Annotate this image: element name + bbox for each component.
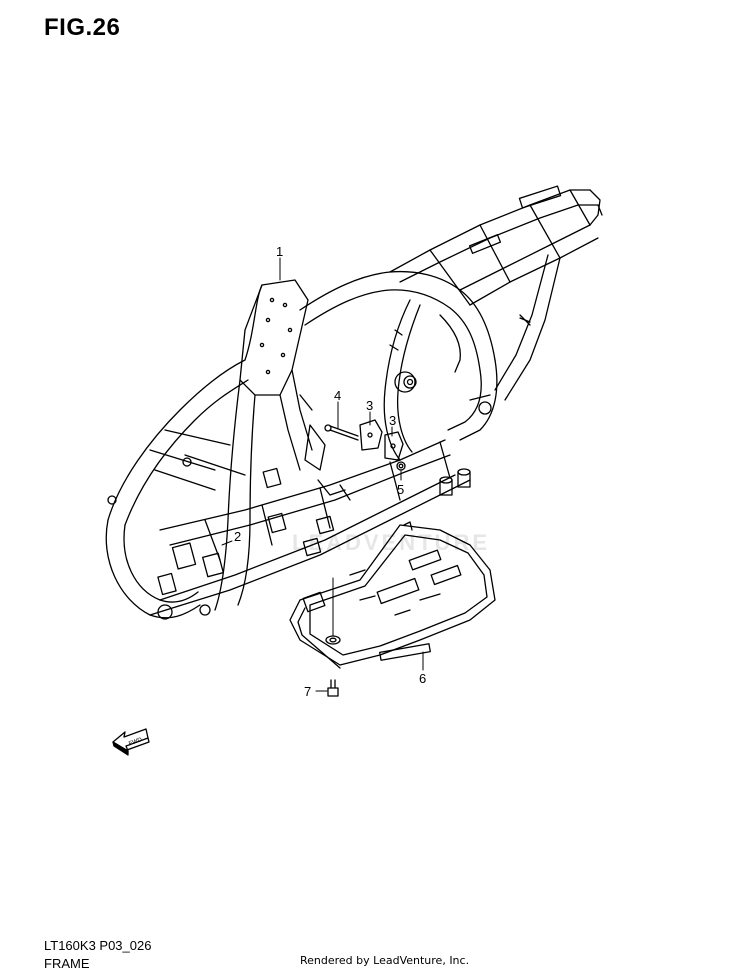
callout-2: 2 — [234, 529, 241, 544]
render-credit: Rendered by LeadVenture, Inc. — [300, 954, 470, 967]
callout-5: 5 — [397, 482, 404, 497]
callout-1: 1 — [276, 244, 283, 259]
diagram-section-title: FRAME — [44, 956, 90, 971]
callout-3a: 3 — [366, 398, 373, 413]
callout-leaders — [221, 257, 424, 692]
skid-plate — [289, 521, 496, 669]
frame-body — [105, 185, 603, 620]
callout-7: 7 — [304, 684, 311, 699]
callout-3b: 3 — [389, 413, 396, 428]
figure-title: FIG.26 — [44, 14, 121, 41]
bolt-7 — [327, 679, 339, 697]
callout-6: 6 — [419, 671, 426, 686]
watermark: LEADVENTURE — [292, 530, 491, 555]
fwd-label: FWD — [128, 737, 144, 748]
fwd-arrow: FWD — [112, 728, 150, 756]
callout-4: 4 — [334, 388, 341, 403]
diagram-code: LT160K3 P03_026 — [44, 938, 152, 953]
